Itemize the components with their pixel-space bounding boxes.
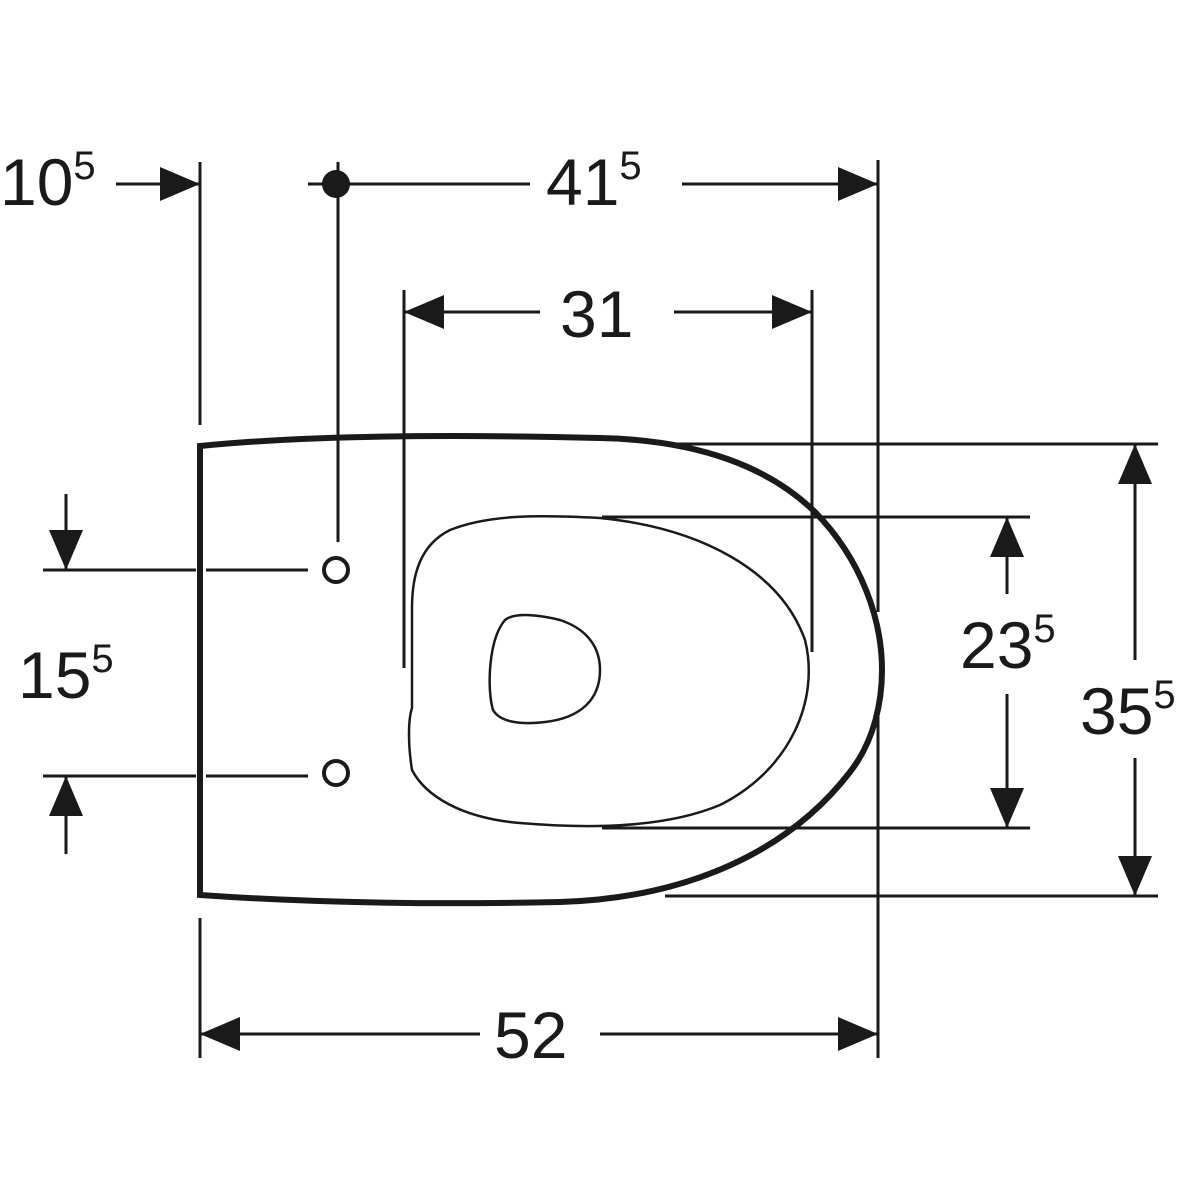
fixing-hole-lower: [322, 759, 350, 787]
dim-label-wall-offset: 105: [0, 144, 96, 219]
dim-label-total-length: 52: [494, 998, 567, 1072]
fixing-hole-upper: [322, 556, 350, 584]
dim-label-fixing-to-front: 415: [546, 144, 642, 219]
wc-body-outline: [197, 433, 886, 907]
dim-label-seat-width: 235: [960, 607, 1056, 682]
bowl-rim-outline: [407, 514, 810, 828]
dim-label-fixing-spacing: 155: [18, 637, 114, 712]
dim-label-seat-length: 31: [560, 277, 633, 351]
dimension-lines: [49, 167, 1152, 1051]
bowl-opening-outline: [488, 613, 602, 725]
dim-label-total-width: 355: [1080, 673, 1176, 748]
extension-lines: [43, 160, 1158, 1058]
fixing-point-icon: [308, 170, 352, 198]
